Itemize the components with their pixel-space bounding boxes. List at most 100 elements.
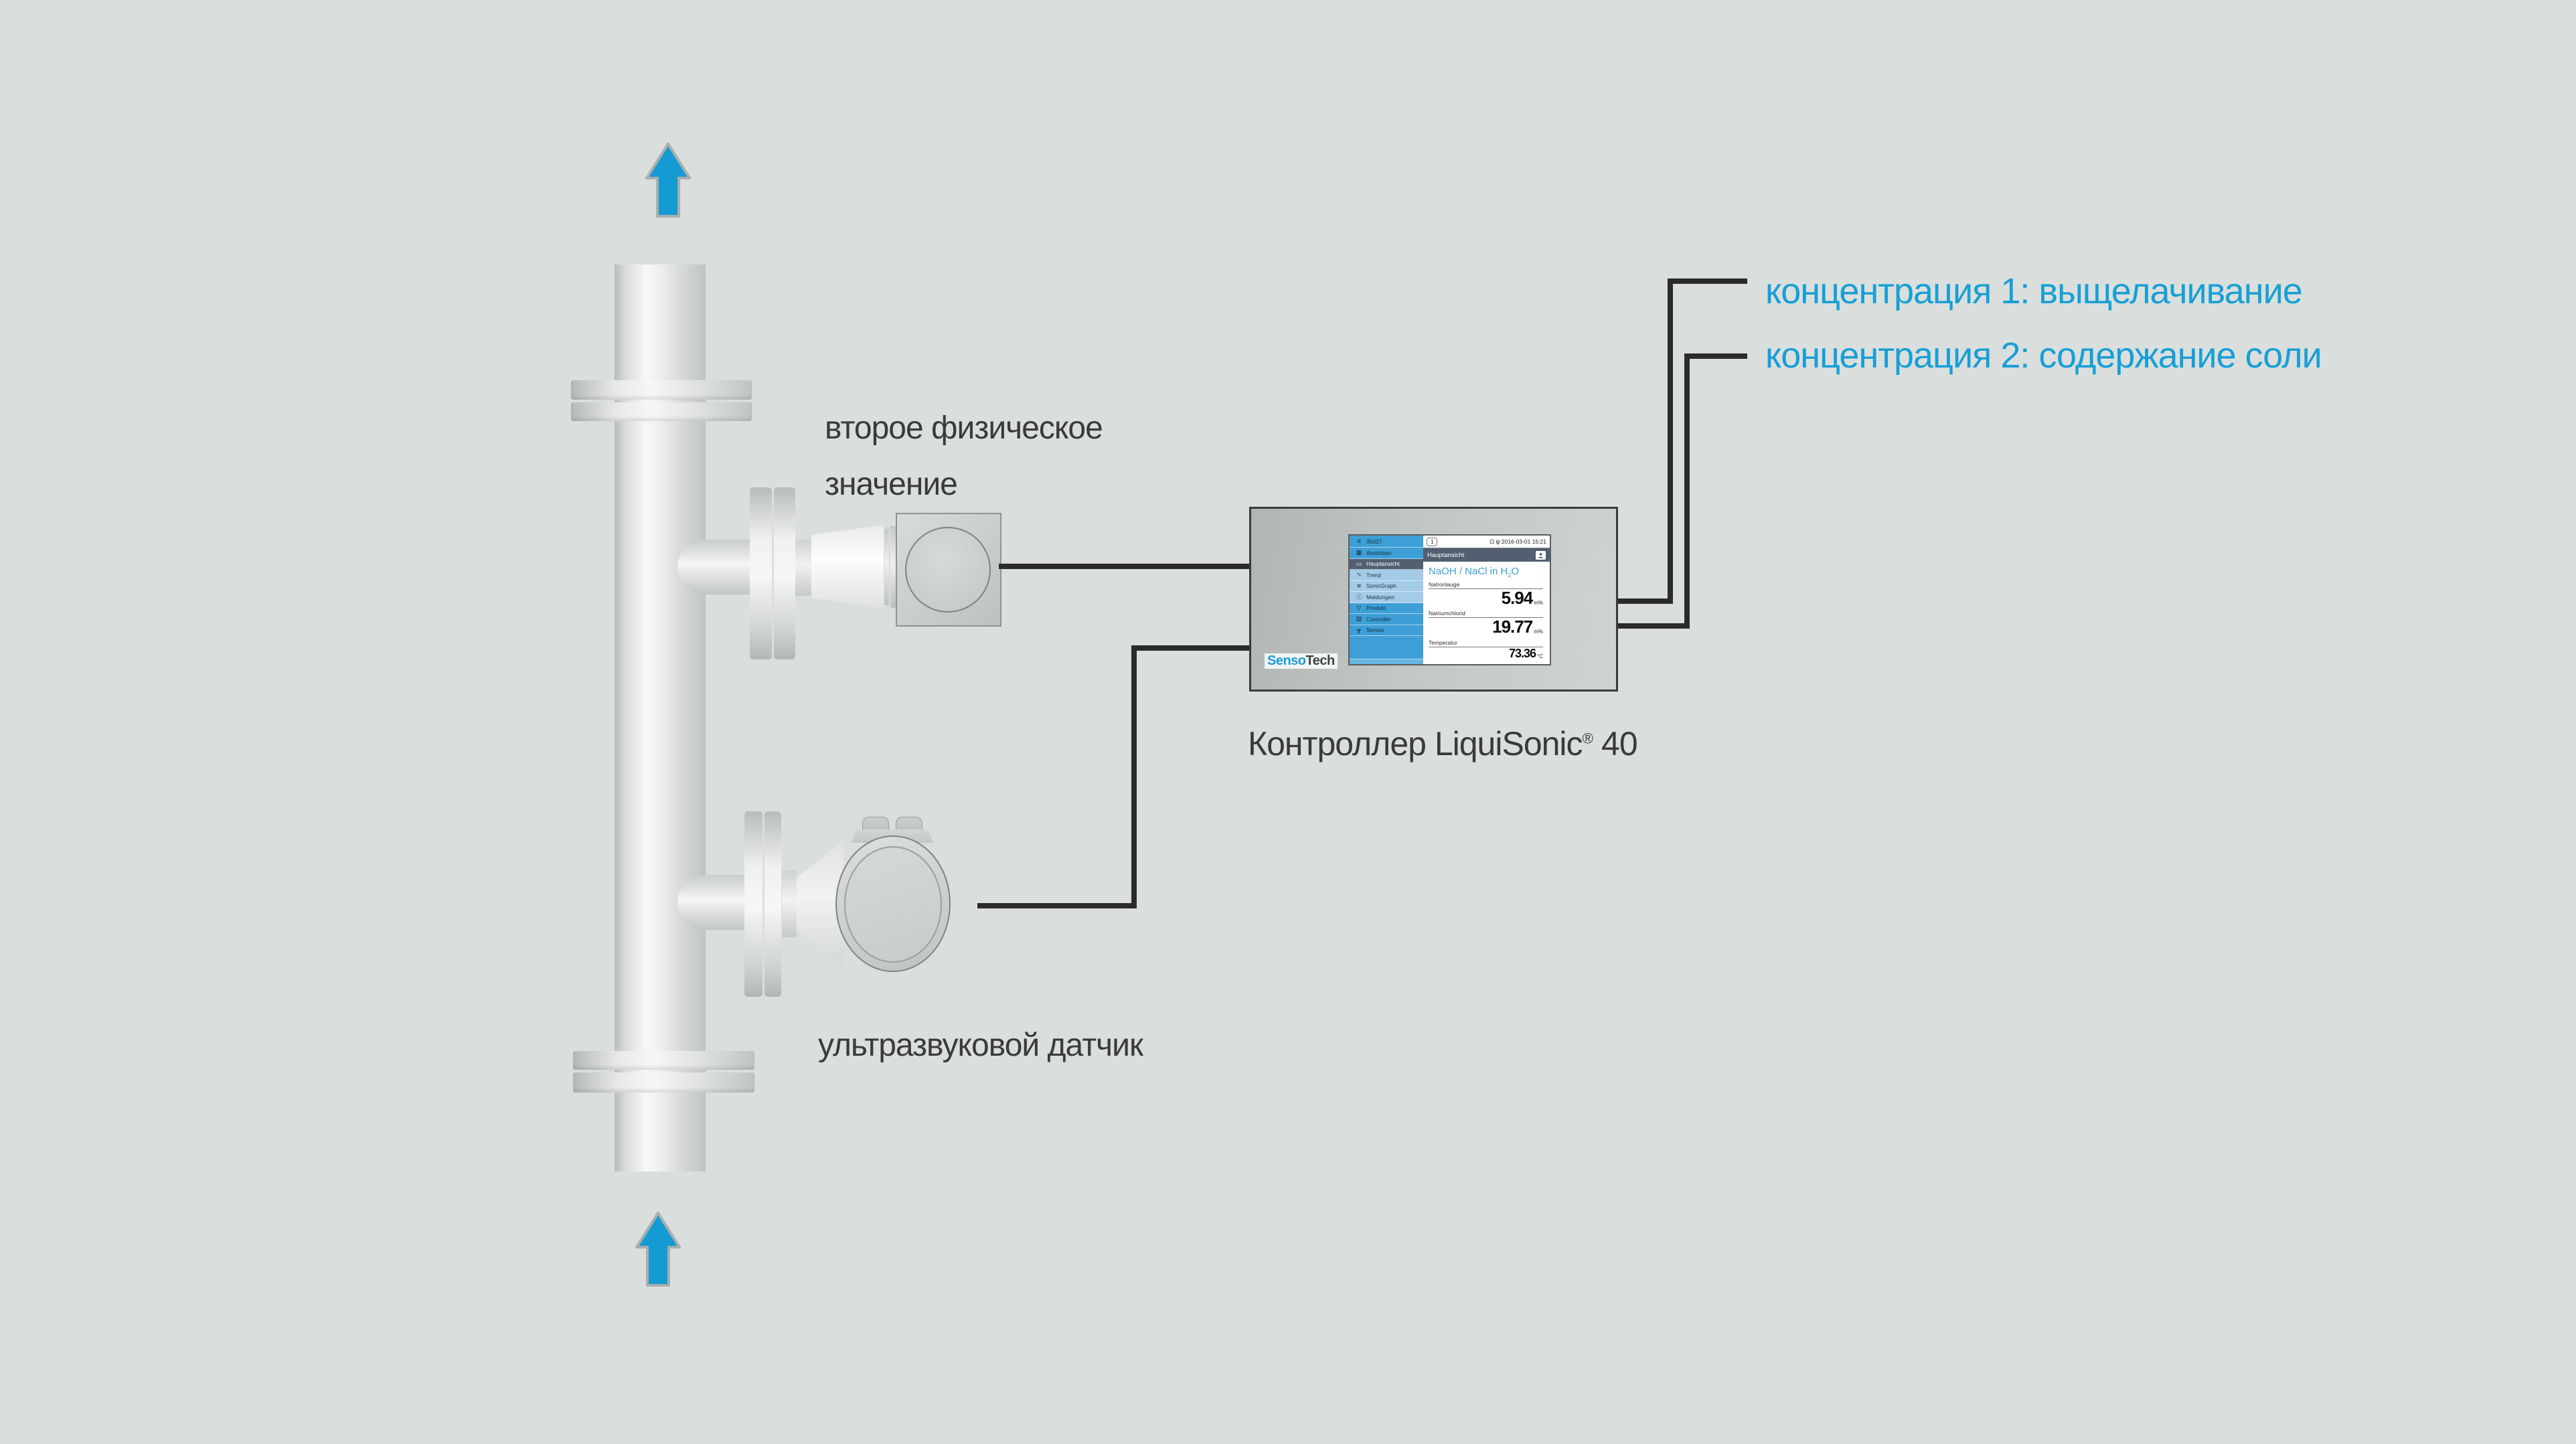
measurement-label: Natronlauge xyxy=(1429,581,1543,589)
registered-mark: ® xyxy=(1582,730,1594,747)
lower-sensor-flange-plate-1 xyxy=(744,811,762,997)
menu-item-label: Controller xyxy=(1366,615,1391,623)
measurement-unit: °C xyxy=(1537,653,1543,659)
menu-item-label: Sensor xyxy=(1366,627,1384,634)
upper-sensor-flange-plate-1 xyxy=(750,487,772,659)
user-button[interactable] xyxy=(1536,550,1546,560)
wire-lower-sensor-h1 xyxy=(977,903,1137,908)
flow-arrow-top xyxy=(645,143,691,218)
measurement-value: 5.94 xyxy=(1501,588,1534,608)
wire-output2-v xyxy=(1684,353,1690,629)
wire-output1-v xyxy=(1668,278,1673,604)
label-output-concentration-2: концентрация 2: содержание соли xyxy=(1765,335,2322,376)
logo-tech: Tech xyxy=(1305,653,1336,668)
menu-item-label: Trend xyxy=(1366,571,1381,578)
screen-view-header: Hauptansicht xyxy=(1423,548,1550,562)
measurement-unit: m% xyxy=(1534,629,1543,635)
hauptansicht-icon: ▭ xyxy=(1356,560,1362,567)
wire-output1-h1 xyxy=(1617,598,1673,604)
lower-sensor-flange-plate-2 xyxy=(764,811,781,997)
datetime-text: 2016-03-01 15:21 xyxy=(1501,538,1546,545)
menu-item-sensor[interactable]: ┳ Sensor xyxy=(1350,625,1423,636)
menu-header[interactable]: ≡ 35027 xyxy=(1350,536,1423,548)
screen-sidebar: ≡ 35027 ▦ Ansichten ▭ Hauptansicht ∿ Trend ≋ So… xyxy=(1350,536,1423,664)
menu-item-produkt[interactable]: ▽ Produkt xyxy=(1350,603,1423,614)
pipe-flange-bottom-ring2 xyxy=(573,1072,754,1093)
monitor-icon: ⊡ xyxy=(1489,538,1495,545)
produkt-icon: ▽ xyxy=(1356,604,1362,611)
menu-item-hauptansicht[interactable]: ▭ Hauptansicht xyxy=(1350,558,1423,570)
menu-item-label: Meldungen xyxy=(1366,593,1395,600)
screen-menu: ▦ Ansichten ▭ Hauptansicht ∿ Trend ≋ SonicGraph… xyxy=(1350,548,1423,636)
menu-item-label: Ansichten xyxy=(1366,549,1392,556)
statusbar-right: ⊡ ψ 2016-03-01 15:21 xyxy=(1490,538,1546,546)
flow-arrow-top-shape xyxy=(645,143,691,218)
upper-sensor-collar xyxy=(795,540,811,596)
screen-statusbar: 1 ⊡ ψ 2016-03-01 15:21 xyxy=(1423,536,1550,548)
person-icon xyxy=(1538,552,1544,558)
upper-sensor-flange-plate-2 xyxy=(774,487,795,659)
label-ultrasonic-sensor: ультразвуковой датчик xyxy=(818,1028,1143,1063)
flow-arrow-bottom xyxy=(635,1212,681,1287)
wire-lower-sensor-v xyxy=(1131,645,1137,908)
upper-sensor-ring-1 xyxy=(884,529,889,605)
menu-item-sonicgraph[interactable]: ≋ SonicGraph xyxy=(1350,580,1423,592)
screen-main: 1 ⊡ ψ 2016-03-01 15:21 Hauptansicht xyxy=(1423,536,1550,664)
controller-panel: ≡ 35027 ▦ Ansichten ▭ Hauptansicht ∿ Trend ≋ So… xyxy=(1249,507,1618,692)
controller-icon: ▤ xyxy=(1356,615,1362,623)
menu-item-label: SonicGraph xyxy=(1366,582,1396,590)
upper-sensor-cone xyxy=(811,525,884,608)
sidebar-filler xyxy=(1350,636,1423,659)
measurement-label: Natriumchlorid xyxy=(1429,610,1543,619)
upper-sensor-nozzle xyxy=(677,540,752,594)
upper-sensor-housing-dial xyxy=(905,527,991,613)
menu-item-trend[interactable]: ∿ Trend xyxy=(1350,570,1423,581)
menu-item-label: Hauptansicht xyxy=(1366,560,1400,568)
upper-sensor-ring-2 xyxy=(890,526,897,608)
wire-output2-h1 xyxy=(1617,623,1690,629)
measurement-value: 19.77 xyxy=(1492,617,1533,637)
menu-item-controller[interactable]: ▤ Controller xyxy=(1350,614,1423,625)
menu-item-ansichten[interactable]: ▦ Ansichten xyxy=(1350,548,1423,559)
measurement-label: Temperatur xyxy=(1429,639,1543,647)
wire-upper-sensor xyxy=(999,564,1251,569)
channel-chip[interactable]: 1 xyxy=(1427,537,1438,546)
logo-senso: Senso xyxy=(1267,653,1306,668)
product-title: NaOH / NaCl in H2O xyxy=(1429,566,1520,578)
controller-screen: ≡ 35027 ▦ Ansichten ▭ Hauptansicht ∿ Trend ≋ So… xyxy=(1348,534,1551,665)
wire-output2-h2 xyxy=(1684,353,1747,359)
lower-sensor-collar xyxy=(782,870,797,937)
label-second-physical-value: второе физическое значение xyxy=(825,410,1103,502)
menu-item-label: Produkt xyxy=(1366,605,1386,612)
flow-arrow-bottom-shape xyxy=(635,1212,681,1287)
usb-icon: ψ xyxy=(1496,538,1500,545)
lower-sensor-nozzle xyxy=(677,875,747,930)
wire-output1-h2 xyxy=(1668,278,1747,284)
lower-sensor-head-face xyxy=(844,846,942,963)
menu-item-meldungen[interactable]: ⓘ Meldungen xyxy=(1350,592,1423,603)
pipe-flange-top-ring1 xyxy=(571,380,752,400)
measurement-unit: m% xyxy=(1534,600,1543,606)
label-output-concentration-1: концентрация 1: выщелачивание xyxy=(1765,271,2303,311)
pipe-flange-top-ring2 xyxy=(571,402,752,421)
measurement-value: 73.36 xyxy=(1508,646,1536,660)
wire-lower-sensor-h2 xyxy=(1131,645,1251,651)
brand-name: LiquiSonic xyxy=(1434,725,1583,763)
hamburger-icon: ≡ xyxy=(1356,537,1362,546)
meldungen-icon: ⓘ xyxy=(1356,594,1362,601)
sensor-icon: ┳ xyxy=(1357,626,1361,633)
device-id: 35027 xyxy=(1366,538,1382,545)
ansichten-icon: ▦ xyxy=(1356,549,1362,556)
trend-icon: ∿ xyxy=(1356,571,1362,578)
sidebar-scroll-strip xyxy=(1350,659,1423,664)
process-pipe xyxy=(615,264,706,1172)
view-header-title: Hauptansicht xyxy=(1427,551,1465,559)
sonicgraph-icon: ≋ xyxy=(1356,582,1362,589)
pipe-flange-bottom-ring1 xyxy=(573,1051,754,1070)
